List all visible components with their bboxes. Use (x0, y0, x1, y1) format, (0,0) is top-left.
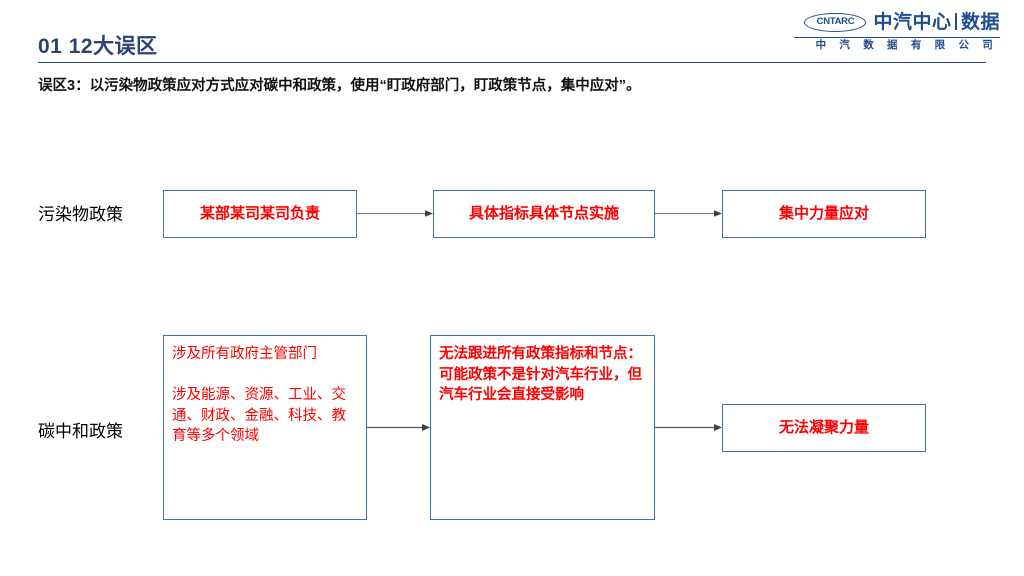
page-title: 01 12大误区 (38, 35, 158, 58)
flow-box-r2c3[interactable]: 无法凝聚力量 (722, 404, 926, 452)
arrow-r1-2-to-3 (655, 210, 722, 217)
logo-divider-line (794, 37, 1000, 39)
flow-box-r2c3-content: 无法凝聚力量 (778, 418, 869, 436)
flow-box-r1c2-content: 具体指标具体节点实施 (468, 204, 619, 222)
flow-box-r1c1-content: 某部某司某司负责 (199, 204, 320, 222)
flow-box-r2c2-content: 无法跟进所有政策指标和节点：可能政策不是针对汽车行业，但汽车行业会直接受影响 (439, 346, 642, 404)
arrow-r1-1-to-2 (357, 210, 433, 217)
flow-box-r1c3-content: 集中力量应对 (778, 204, 869, 222)
row-label-pollutant-policy: 污染物政策 (38, 205, 123, 224)
arrow-r2-2-to-3 (655, 424, 722, 431)
flow-box-r2c2[interactable]: 无法跟进所有政策指标和节点：可能政策不是针对汽车行业，但汽车行业会直接受影响 (430, 335, 655, 520)
cntarc-oval-icon: CNTARC (804, 12, 867, 32)
flow-box-r1c2[interactable]: 具体指标具体节点实施 (433, 190, 655, 238)
logo-wordmark-row: CNTARC 中汽中心数据 (778, 10, 1000, 34)
row-label-carbon-neutral-policy: 碳中和政策 (38, 422, 123, 441)
logo-mark-text: CNTARC (816, 16, 855, 28)
flow-box-r2c1[interactable]: 涉及所有政府主管部门 涉及能源、资源、工业、交通、财政、金融、科技、教育等多个领… (163, 335, 367, 520)
logo-name-right: 数据 (960, 11, 1000, 33)
slide-subtitle: 误区3：以污染物政策应对方式应对碳中和政策，使用“盯政府部门，盯政策节点，集中应… (38, 78, 641, 94)
company-logo: CNTARC 中汽中心数据 中 汽 数 据 有 限 公 司 (778, 10, 1000, 52)
flow-box-r1c3[interactable]: 集中力量应对 (722, 190, 926, 238)
arrow-r2-1-to-2 (367, 424, 430, 431)
logo-name-left: 中汽中心 (873, 11, 952, 33)
logo-company-name: 中 汽 数 据 有 限 公 司 (815, 39, 998, 52)
flow-box-r1c1[interactable]: 某部某司某司负责 (163, 190, 357, 238)
flow-box-r2c1-content: 涉及所有政府主管部门 涉及能源、资源、工业、交通、财政、金融、科技、教育等多个领… (172, 346, 346, 445)
logo-vertical-divider (955, 12, 957, 30)
logo-chinese-name: 中汽中心数据 (873, 11, 1000, 33)
title-divider (38, 62, 986, 63)
